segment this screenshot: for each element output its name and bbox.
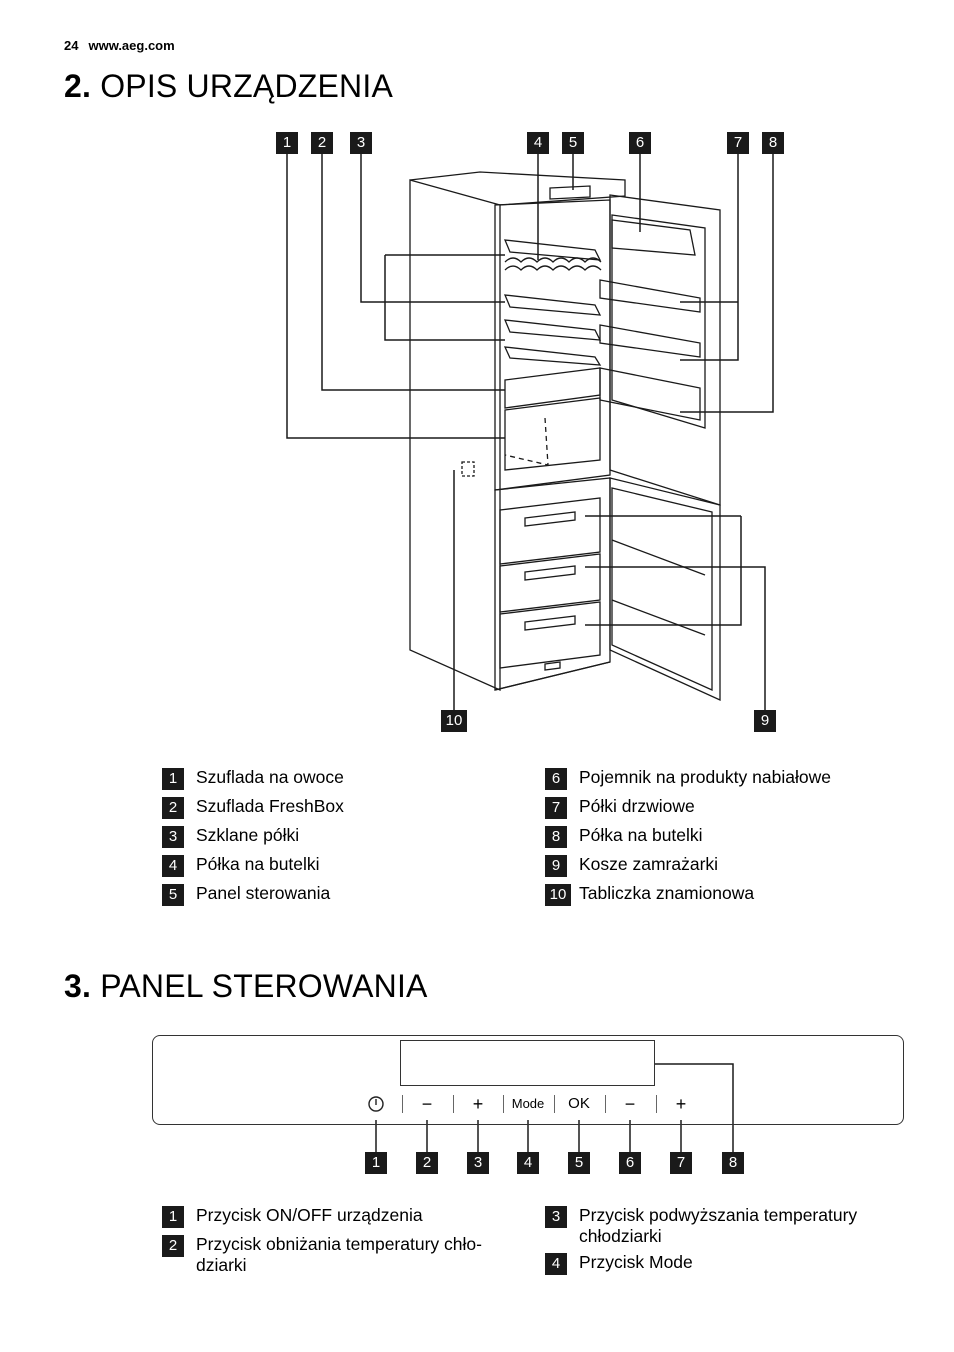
ok-button-label: OK bbox=[568, 1095, 590, 1112]
callout-5: 5 bbox=[562, 132, 584, 154]
control-panel-shape bbox=[549, 185, 591, 200]
section-title-text: OPIS URZĄDZENIA bbox=[100, 68, 393, 104]
plus-button-label: + bbox=[675, 1094, 687, 1114]
mode-button-label: Mode bbox=[511, 1096, 545, 1111]
legend-text: Przycisk Mode bbox=[579, 1252, 693, 1272]
legend-number: 1 bbox=[162, 1206, 184, 1228]
legend-text: Półki drzwiowe bbox=[579, 796, 695, 816]
callout-6: 6 bbox=[629, 132, 651, 154]
section-number: 3. bbox=[64, 968, 92, 1004]
panel-callout-4: 4 bbox=[517, 1152, 539, 1174]
panel-legend-right: 3 Przycisk podwyższania temperatury chłod… bbox=[545, 1205, 915, 1295]
fridge-top bbox=[409, 171, 626, 206]
callout-3: 3 bbox=[350, 132, 372, 154]
rating-plate bbox=[461, 461, 475, 477]
separator bbox=[656, 1095, 657, 1113]
callout-8: 8 bbox=[762, 132, 784, 154]
callout-10: 10 bbox=[441, 710, 467, 732]
minus-button-label: − bbox=[421, 1094, 433, 1114]
legend-text: Szklane półki bbox=[196, 825, 300, 845]
legend-text: Półka na butelki bbox=[196, 854, 320, 874]
separator bbox=[605, 1095, 606, 1113]
leader-lines bbox=[286, 152, 774, 710]
fridge-side-panel bbox=[409, 179, 501, 692]
legend-number: 10 bbox=[545, 884, 571, 906]
legend-number: 6 bbox=[545, 768, 567, 790]
legend-text: Szuflada FreshBox bbox=[196, 796, 344, 816]
freezer-drawer-1 bbox=[499, 497, 601, 565]
legend-number: 2 bbox=[162, 797, 184, 819]
separator bbox=[453, 1095, 454, 1113]
bottle-rack bbox=[504, 257, 602, 263]
legend-text: Przycisk podwyższania temperatury chłodz… bbox=[579, 1205, 858, 1246]
door-shelf-1 bbox=[599, 279, 701, 313]
legend-number: 9 bbox=[545, 855, 567, 877]
fridge-compartment bbox=[494, 199, 611, 491]
section-number: 2. bbox=[64, 68, 92, 104]
page-header: 24 www.aeg.com bbox=[64, 38, 175, 53]
separator bbox=[402, 1095, 403, 1113]
freshbox-drawer bbox=[504, 367, 601, 409]
dairy-compartment bbox=[611, 219, 696, 256]
legend-number: 3 bbox=[162, 826, 184, 848]
separator bbox=[554, 1095, 555, 1113]
section-title-control-panel: 3. PANEL STEROWANIA bbox=[64, 968, 428, 1005]
panel-legend-left: 1 Przycisk ON/OFF urządzenia 2 Przycisk ob… bbox=[162, 1205, 532, 1295]
door-shelf-2 bbox=[599, 324, 701, 358]
legend-text: Kosze zamrażarki bbox=[579, 854, 719, 874]
website-url: www.aeg.com bbox=[88, 38, 175, 53]
panel-callout-2: 2 bbox=[416, 1152, 438, 1174]
legend-text: Szuflada na owoce bbox=[196, 767, 344, 787]
legend-number: 4 bbox=[545, 1253, 567, 1275]
legend-number: 5 bbox=[162, 884, 184, 906]
door-bottle-shelf bbox=[599, 367, 701, 421]
page-number: 24 bbox=[64, 38, 79, 53]
callout-4: 4 bbox=[527, 132, 549, 154]
panel-leader-lines bbox=[375, 1063, 734, 1152]
legend-number: 1 bbox=[162, 768, 184, 790]
legend-text: Tabliczka znamionowa bbox=[579, 883, 755, 903]
plus-button-label: + bbox=[472, 1094, 484, 1114]
legend-number: 7 bbox=[545, 797, 567, 819]
legend-right: 6 Pojemnik na produkty nabiałowe 7 Półki d… bbox=[545, 767, 905, 917]
freezer-drawer-2 bbox=[499, 553, 601, 613]
legend-number: 8 bbox=[545, 826, 567, 848]
legend-text: Przycisk obniżania temperatury chło-dzia… bbox=[196, 1234, 482, 1275]
callout-9: 9 bbox=[754, 710, 776, 732]
legend-number: 2 bbox=[162, 1235, 184, 1257]
minus-button-label: − bbox=[624, 1094, 636, 1114]
section-title-device-description: 2. OPIS URZĄDZENIA bbox=[64, 68, 393, 105]
legend-text: Przycisk ON/OFF urządzenia bbox=[196, 1205, 423, 1225]
panel-callout-6: 6 bbox=[619, 1152, 641, 1174]
legend-number: 4 bbox=[162, 855, 184, 877]
freezer-compartment bbox=[494, 477, 611, 691]
panel-callout-1: 1 bbox=[365, 1152, 387, 1174]
callout-2: 2 bbox=[311, 132, 333, 154]
fruit-drawer bbox=[504, 397, 601, 471]
legend-number: 3 bbox=[545, 1206, 567, 1228]
separator bbox=[503, 1095, 504, 1113]
legend-text: Półka na butelki bbox=[579, 825, 703, 845]
display-outline bbox=[400, 1040, 655, 1086]
panel-callout-8: 8 bbox=[722, 1152, 744, 1174]
section-title-text: PANEL STEROWANIA bbox=[100, 968, 428, 1004]
callout-7: 7 bbox=[727, 132, 749, 154]
power-icon bbox=[351, 1094, 401, 1114]
legend-text: Panel sterowania bbox=[196, 883, 331, 903]
fridge-door bbox=[609, 194, 721, 506]
freezer-drawer-3 bbox=[499, 601, 601, 669]
freezer-door bbox=[609, 477, 721, 702]
panel-callout-3: 3 bbox=[467, 1152, 489, 1174]
panel-callout-5: 5 bbox=[568, 1152, 590, 1174]
control-panel-outline bbox=[152, 1035, 904, 1125]
legend-text: Pojemnik na produkty nabiałowe bbox=[579, 767, 831, 787]
callout-1: 1 bbox=[276, 132, 298, 154]
panel-callout-7: 7 bbox=[670, 1152, 692, 1174]
